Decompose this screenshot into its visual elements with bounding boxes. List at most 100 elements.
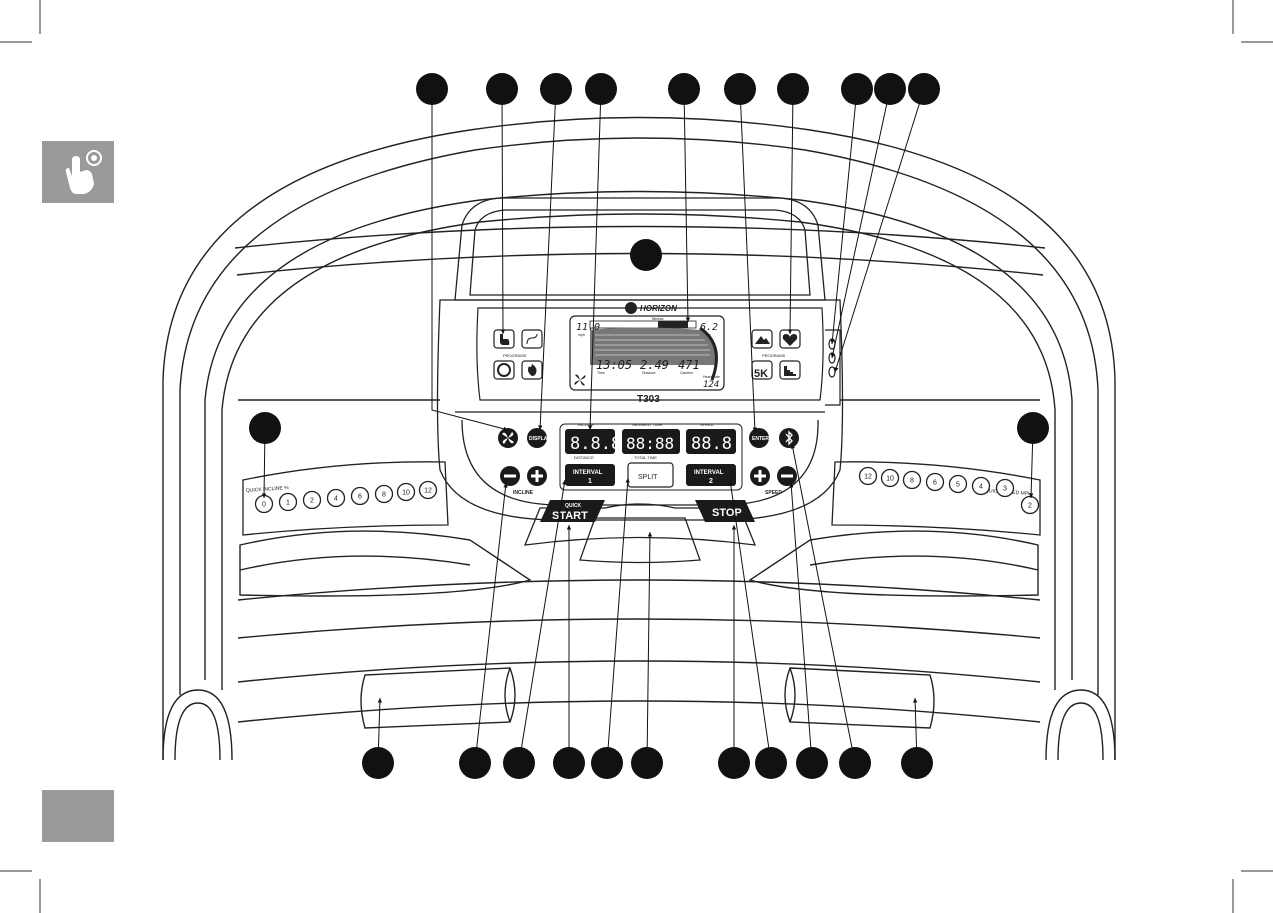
left-grip [360,667,516,729]
callout-arrowhead [377,698,383,703]
programs-label-left: PROGRAMS [503,353,527,358]
callout-leader [606,477,629,764]
callout-marker [631,747,663,779]
callout-marker [362,747,394,779]
split-button[interactable]: SPLIT [627,462,674,488]
callout-arrowhead [503,426,508,431]
callout-16 [503,479,567,779]
callout-marker [668,73,700,105]
callout-marker [724,73,756,105]
quick-incline-key-2[interactable]: 2 [302,490,322,510]
hill-program-button-right[interactable] [751,329,773,349]
program-keys-right: PROGRAMS 5K [751,329,801,380]
callout-arrowhead [500,329,506,334]
quick-incline-key-8[interactable]: 8 [374,484,394,504]
quick-incline-key-12[interactable]: 12 [418,480,438,500]
mountain-icon [755,336,770,344]
page-tab [42,790,114,842]
quick-start-button[interactable]: QUICK START [540,500,605,522]
callout-arrowhead [503,483,508,488]
custom-program-button[interactable] [779,360,801,380]
quick-incline-key-label: 6 [358,494,362,501]
quick-speed-key-8[interactable]: 8 [902,470,922,490]
callout-marker [416,73,448,105]
speed-up-button[interactable] [750,466,770,486]
callout-leader [790,482,813,764]
callout-arrowhead [566,525,572,530]
svg-text:88:88: 88:88 [626,434,674,453]
speed-display: 88.8 [686,429,736,454]
callout-marker [249,412,281,444]
quick-speed-key-3[interactable]: 3 [995,478,1015,498]
lcd-top-left-value: 11.0 [576,322,600,333]
usb-port[interactable] [828,366,836,378]
callout-leader [474,482,507,764]
callout-marker [459,747,491,779]
quick-speed-key-5[interactable]: 5 [948,474,968,494]
lcd-distance-value: 2.49 [640,358,669,372]
quick-speed-key-12[interactable]: 12 [858,466,878,486]
callout-marker [503,747,535,779]
quick-speed-key-6[interactable]: 6 [925,472,945,492]
course-icon [526,333,538,345]
incline-up-button[interactable] [527,466,547,486]
callout-leader [589,88,602,431]
callout-11 [630,239,662,271]
quick-speed-key-label: 8 [910,478,914,485]
callout-leader [539,88,557,431]
quick-speed-key-4[interactable]: 4 [971,476,991,496]
callout-leader [729,479,772,764]
callout-arrowhead [685,317,691,322]
incline-down-button[interactable] [500,466,520,486]
callout-leader [431,89,509,431]
quick-incline-key-label: 0 [262,502,266,509]
callout-marker [908,73,940,105]
display-button[interactable]: DISPLAY [527,428,551,448]
callout-leader [518,479,566,764]
quick-incline-key-10[interactable]: 10 [396,482,416,502]
callout-arrowhead [728,480,733,485]
bluetooth-icon [785,430,793,446]
heart-icon [782,334,798,346]
callout-leader [501,88,504,335]
interval-program-button[interactable] [493,360,515,380]
quick-incline-key-4[interactable]: 4 [326,488,346,508]
quick-incline-key-label: 12 [424,488,432,495]
callout-12 [249,412,281,499]
speed-down-button[interactable] [777,466,797,486]
callout-marker [1017,412,1049,444]
quick-incline-key-label: 1 [286,500,290,507]
quick-speed-key-label: 3 [1003,486,1007,493]
fat-burn-program-button[interactable] [521,360,543,380]
quick-speed-key-label: 10 [886,476,894,483]
bluetooth-button[interactable] [779,428,799,448]
callout-arrowhead [562,480,567,485]
interval-2-button[interactable]: INTERVAL 2 [686,464,736,486]
svg-text:QUICK: QUICK [565,503,582,509]
quick-incline-key-1[interactable]: 1 [278,492,298,512]
headphone-jack[interactable] [828,352,836,364]
quick-speed-panel [831,461,1041,536]
lcd-top-right-value: 6.2 [700,322,718,333]
interval-1-button[interactable]: INTERVAL 1 [565,464,615,486]
quick-incline-key-6[interactable]: 6 [350,486,370,506]
hill-program-button[interactable] [521,329,543,349]
quick-speed-key-2[interactable]: 2 [1020,495,1040,515]
stop-button[interactable]: STOP [695,500,755,522]
model-label: T303 [637,394,660,405]
callout-23 [790,443,871,779]
callout-arrowhead [1028,493,1034,498]
lcd-calories-label: Calories [680,371,693,375]
quick-speed-key-10[interactable]: 10 [880,468,900,488]
enter-button[interactable]: ENTER [749,428,769,448]
horizon-logo [625,302,637,314]
hand-icon [500,334,510,345]
callout-marker [755,747,787,779]
callout-2 [486,73,518,335]
fan-button[interactable] [498,428,518,448]
callout-arrowhead [587,425,593,430]
callout-arrowhead [912,698,918,703]
quick-incline-key-0[interactable]: 0 [254,494,274,514]
